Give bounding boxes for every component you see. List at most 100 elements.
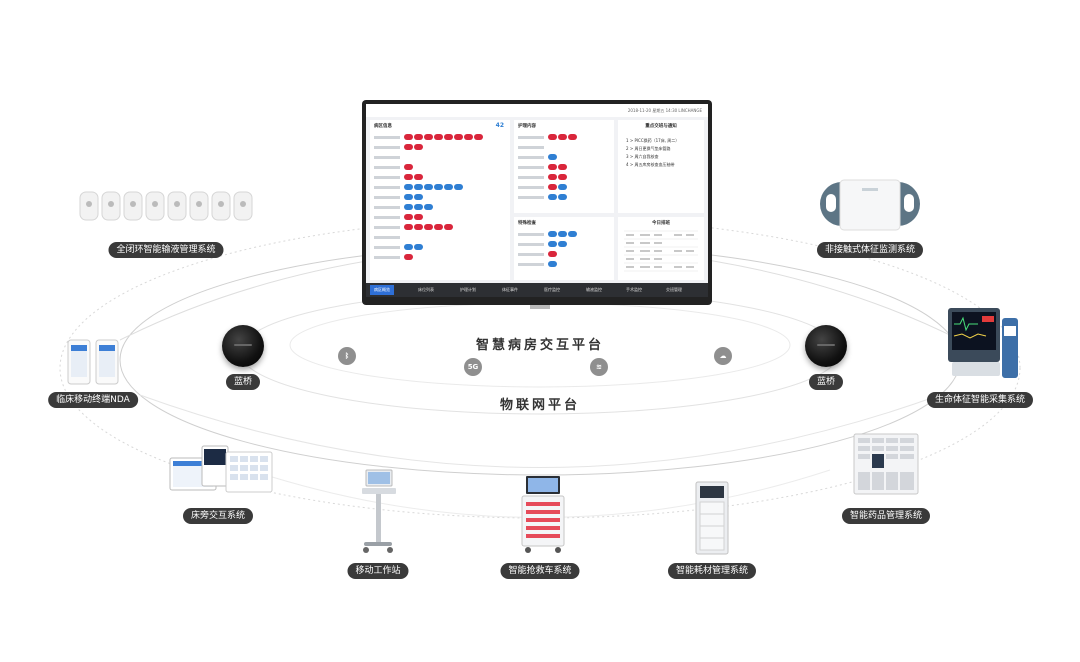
- notice-1: 1 > PICC换药（17床, 周二）: [626, 138, 680, 143]
- screen-badge: [548, 184, 557, 190]
- screen-badge: [414, 244, 423, 250]
- system-label-vital-signs: 生命体征智能采集系统: [926, 392, 1034, 408]
- screen-badge: [434, 134, 443, 140]
- screen-badge: [414, 134, 423, 140]
- screen-tabbar: 病区概览 床位列表 护理计划 体征事件 医疗监控 输液监控 手术监控 交班管理: [366, 283, 708, 297]
- bridge-right-label: 蓝桥: [808, 374, 844, 390]
- notice-panel: 重点交班与通知 1 > PICC换药（17床, 周二） 2 > 周日更换气垫床管…: [618, 120, 704, 213]
- screen-row-label-bar: [374, 255, 400, 259]
- screen-row-label-bar: [518, 232, 544, 236]
- notice-4: 4 > 周五库房核查血压袖带: [626, 162, 675, 167]
- screen-row-label-bar: [518, 262, 544, 266]
- system-label-medicine: 智能药品管理系统: [841, 508, 931, 524]
- schedule-panel: 今日排班: [618, 217, 704, 280]
- screen-badge-row: [374, 204, 433, 210]
- screen-badge: [414, 174, 423, 180]
- notice-2: 2 > 周日更换气垫床管路: [626, 146, 671, 151]
- screen-badge-row: [374, 144, 423, 150]
- screen-badge: [404, 254, 413, 260]
- screen-badge-row: [374, 214, 423, 220]
- screen-row-label-bar: [518, 242, 544, 246]
- screen-row-label-bar: [518, 185, 544, 189]
- screen-badge-row: [518, 251, 557, 257]
- screen-badge: [444, 184, 453, 190]
- screen-badge: [424, 224, 433, 230]
- screen-badge: [414, 144, 423, 150]
- screen-badge: [404, 184, 413, 190]
- notice-3: 3 > 周六自我核查: [626, 154, 659, 159]
- vital-signs-monitor-illustration: [948, 308, 1018, 378]
- smart-ward-monitor: 2018-11-20 星期五 14:30 LINCHANGE 病区信息 42 护…: [362, 100, 712, 305]
- screen-badge: [404, 164, 413, 170]
- screen-tab-0: 病区概览: [370, 285, 394, 295]
- cloud-icon: ☁: [714, 347, 732, 365]
- screen-badge-row: [518, 164, 567, 170]
- consumables-cabinet-illustration: [695, 481, 729, 555]
- nursing-panel-title: 护理内容: [518, 124, 536, 129]
- ward-count: 42: [495, 122, 504, 129]
- screen-row-label-bar: [518, 165, 544, 169]
- screen-tab-5: 输液监控: [586, 287, 602, 292]
- screen-badge: [404, 224, 413, 230]
- screen-badge-row: [518, 174, 567, 180]
- screen-badge: [558, 241, 567, 247]
- screen-row-label-bar: [518, 145, 544, 149]
- screen-badge: [404, 204, 413, 210]
- screen-clock: 2018-11-20 星期五 14:30 LINCHANGE: [627, 108, 702, 113]
- screen-badge-row: [518, 134, 577, 140]
- screen-row-label-bar: [374, 155, 400, 159]
- 5g-icon: 5G: [464, 358, 482, 376]
- screen-badge: [404, 144, 413, 150]
- screen-badge: [404, 194, 413, 200]
- screen-tab-3: 体征事件: [502, 287, 518, 292]
- screen-badge: [414, 214, 423, 220]
- screen-badge-row: [518, 241, 567, 247]
- screen-badge: [548, 134, 557, 140]
- screen-row-label-bar: [374, 145, 400, 149]
- screen-tab-2: 护理计划: [460, 287, 476, 292]
- screen-row-label-bar: [374, 225, 400, 229]
- screen-badge: [424, 204, 433, 210]
- screen-badge-row: [374, 194, 423, 200]
- screen-badge-row: [518, 261, 557, 267]
- medicine-cabinet-illustration: [853, 433, 919, 495]
- screen-badge-row: [374, 164, 413, 170]
- screen-badge-row: [518, 194, 567, 200]
- monitor-screen: 2018-11-20 星期五 14:30 LINCHANGE 病区信息 42 护…: [366, 104, 708, 297]
- schedule-grid: [624, 230, 698, 272]
- screen-badge: [548, 194, 557, 200]
- screen-row-label-bar: [374, 165, 400, 169]
- screen-badge: [558, 184, 567, 190]
- screen-row-label-bar: [374, 195, 400, 199]
- screen-badge: [444, 224, 453, 230]
- screen-badge-row: [374, 184, 463, 190]
- screen-row-label-bar: [374, 245, 400, 249]
- screen-badge-row: [374, 134, 483, 140]
- screen-tab-6: 手术监控: [626, 287, 642, 292]
- screen-badge: [414, 204, 423, 210]
- infusion-sensors-illustration: [79, 191, 253, 221]
- ward-info-panel: 病区信息 42: [370, 120, 510, 280]
- bluetooth-icon: ᛒ: [338, 347, 356, 365]
- screen-badge: [548, 164, 557, 170]
- screen-badge-row: [374, 244, 423, 250]
- screen-badge: [404, 174, 413, 180]
- screen-badge: [558, 134, 567, 140]
- screen-badge: [548, 231, 557, 237]
- screen-badge: [434, 224, 443, 230]
- system-label-nda: 临床移动终端NDA: [48, 392, 138, 408]
- screen-row-label-bar: [374, 175, 400, 179]
- screen-tab-7: 交班管理: [666, 287, 682, 292]
- screen-badge: [414, 184, 423, 190]
- screen-row-label-bar: [374, 135, 400, 139]
- screen-row-label-bar: [518, 252, 544, 256]
- ward-panel-title: 病区信息: [374, 124, 392, 129]
- system-label-bedside: 床旁交互系统: [182, 508, 254, 524]
- notice-panel-title: 重点交班与通知: [645, 124, 677, 129]
- system-label-rescue-cart: 智能抢救车系统: [500, 563, 580, 579]
- screen-badge-row: [518, 144, 547, 150]
- bridge-left-label: 蓝桥: [225, 374, 261, 390]
- screen-row-label-bar: [518, 195, 544, 199]
- screen-badge: [414, 224, 423, 230]
